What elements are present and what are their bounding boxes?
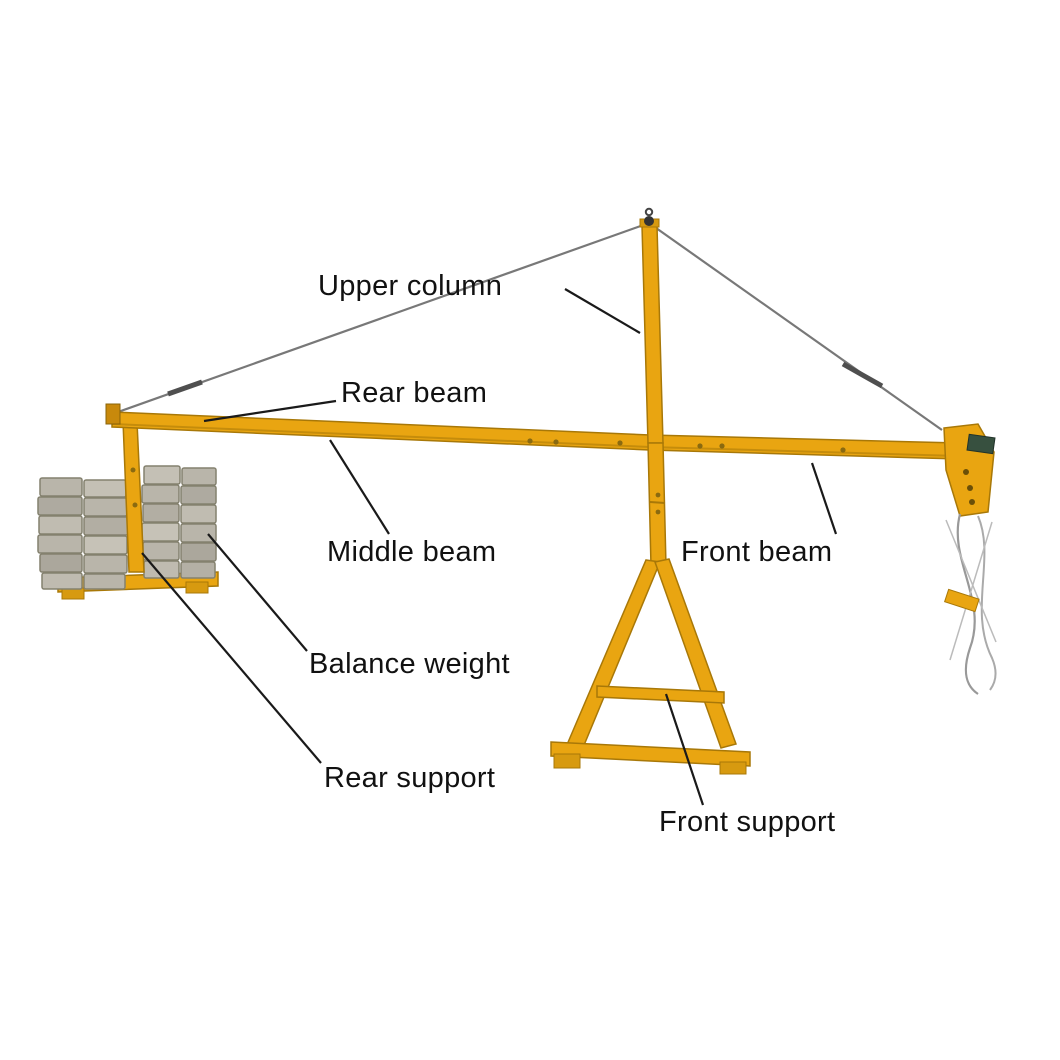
suspension-cables: [117, 221, 943, 431]
label-balance-weight: Balance weight: [309, 648, 510, 680]
balance-weight-stack-right: [141, 465, 217, 579]
middle-column-shape: [647, 442, 667, 567]
label-front-beam: Front beam: [681, 536, 833, 568]
upper-column-shape: [639, 207, 664, 444]
label-upper-column: Upper column: [318, 270, 503, 302]
rear-support-post: [122, 420, 145, 573]
label-middle-beam: Middle beam: [327, 536, 497, 568]
main-beam: [105, 403, 959, 460]
label-rear-support: Rear support: [324, 762, 496, 794]
wire-ropes: [943, 513, 997, 695]
label-rear-beam: Rear beam: [341, 377, 488, 409]
label-front-support: Front support: [659, 806, 836, 838]
leader-lines: [141, 288, 838, 806]
front-support-frame: [550, 558, 751, 775]
front-end-bracket: [943, 423, 996, 517]
balance-weight-stack-left: [37, 477, 129, 590]
